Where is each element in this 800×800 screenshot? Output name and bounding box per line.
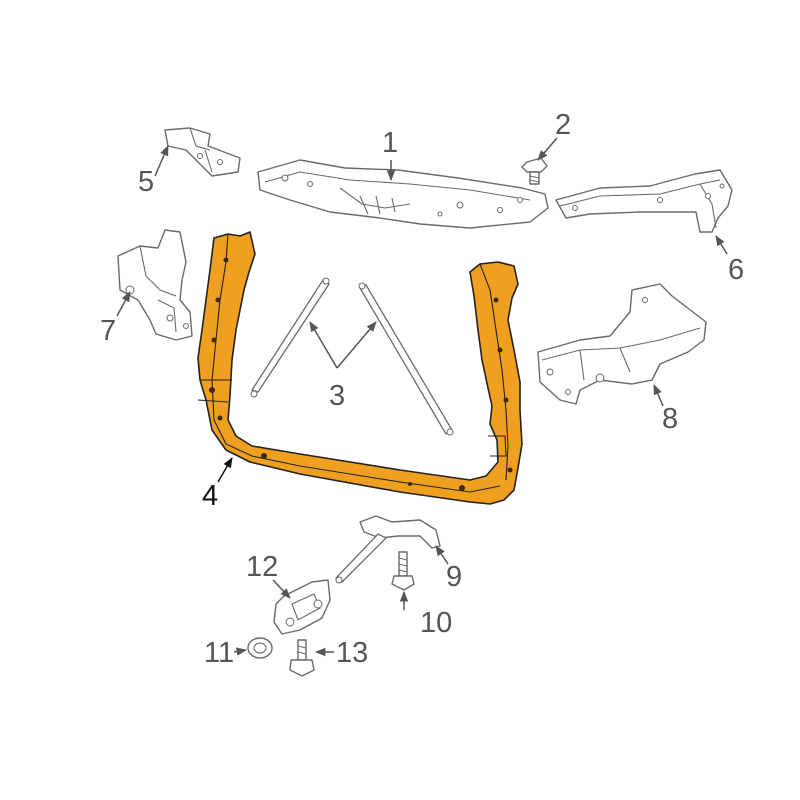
callout-3: 3 bbox=[329, 380, 345, 412]
leader-lines bbox=[116, 137, 728, 657]
callout-7: 7 bbox=[100, 315, 116, 347]
callout-5: 5 bbox=[138, 166, 154, 198]
part-3-support-rods bbox=[250, 277, 454, 436]
part-9-hood-prop-rod bbox=[334, 515, 441, 584]
part-6-bracket bbox=[555, 169, 733, 233]
callout-8: 8 bbox=[662, 403, 678, 435]
part-10-bolt bbox=[391, 551, 415, 591]
part-11-clip-nut bbox=[247, 637, 273, 659]
callout-6: 6 bbox=[728, 254, 744, 286]
part-4-radiator-support-frame bbox=[197, 231, 523, 505]
part-1-upper-tie-bar bbox=[257, 159, 549, 229]
callout-9: 9 bbox=[446, 561, 462, 593]
callout-10: 10 bbox=[420, 607, 452, 639]
part-8-bracket bbox=[537, 283, 707, 405]
callout-13: 13 bbox=[336, 637, 368, 669]
callout-4: 4 bbox=[202, 480, 218, 512]
callout-1: 1 bbox=[382, 127, 398, 159]
callout-11: 11 bbox=[204, 637, 234, 669]
callout-12: 12 bbox=[246, 551, 278, 583]
part-7-bracket bbox=[117, 229, 193, 341]
callout-2: 2 bbox=[555, 109, 571, 141]
part-13-bolt bbox=[289, 639, 315, 677]
part-12-bracket bbox=[273, 579, 331, 635]
callout-labels: 1 2 3 4 5 6 7 8 9 10 12 11 13 bbox=[100, 109, 744, 669]
part-2-bolt bbox=[521, 157, 548, 185]
part-5-bracket bbox=[164, 127, 241, 177]
